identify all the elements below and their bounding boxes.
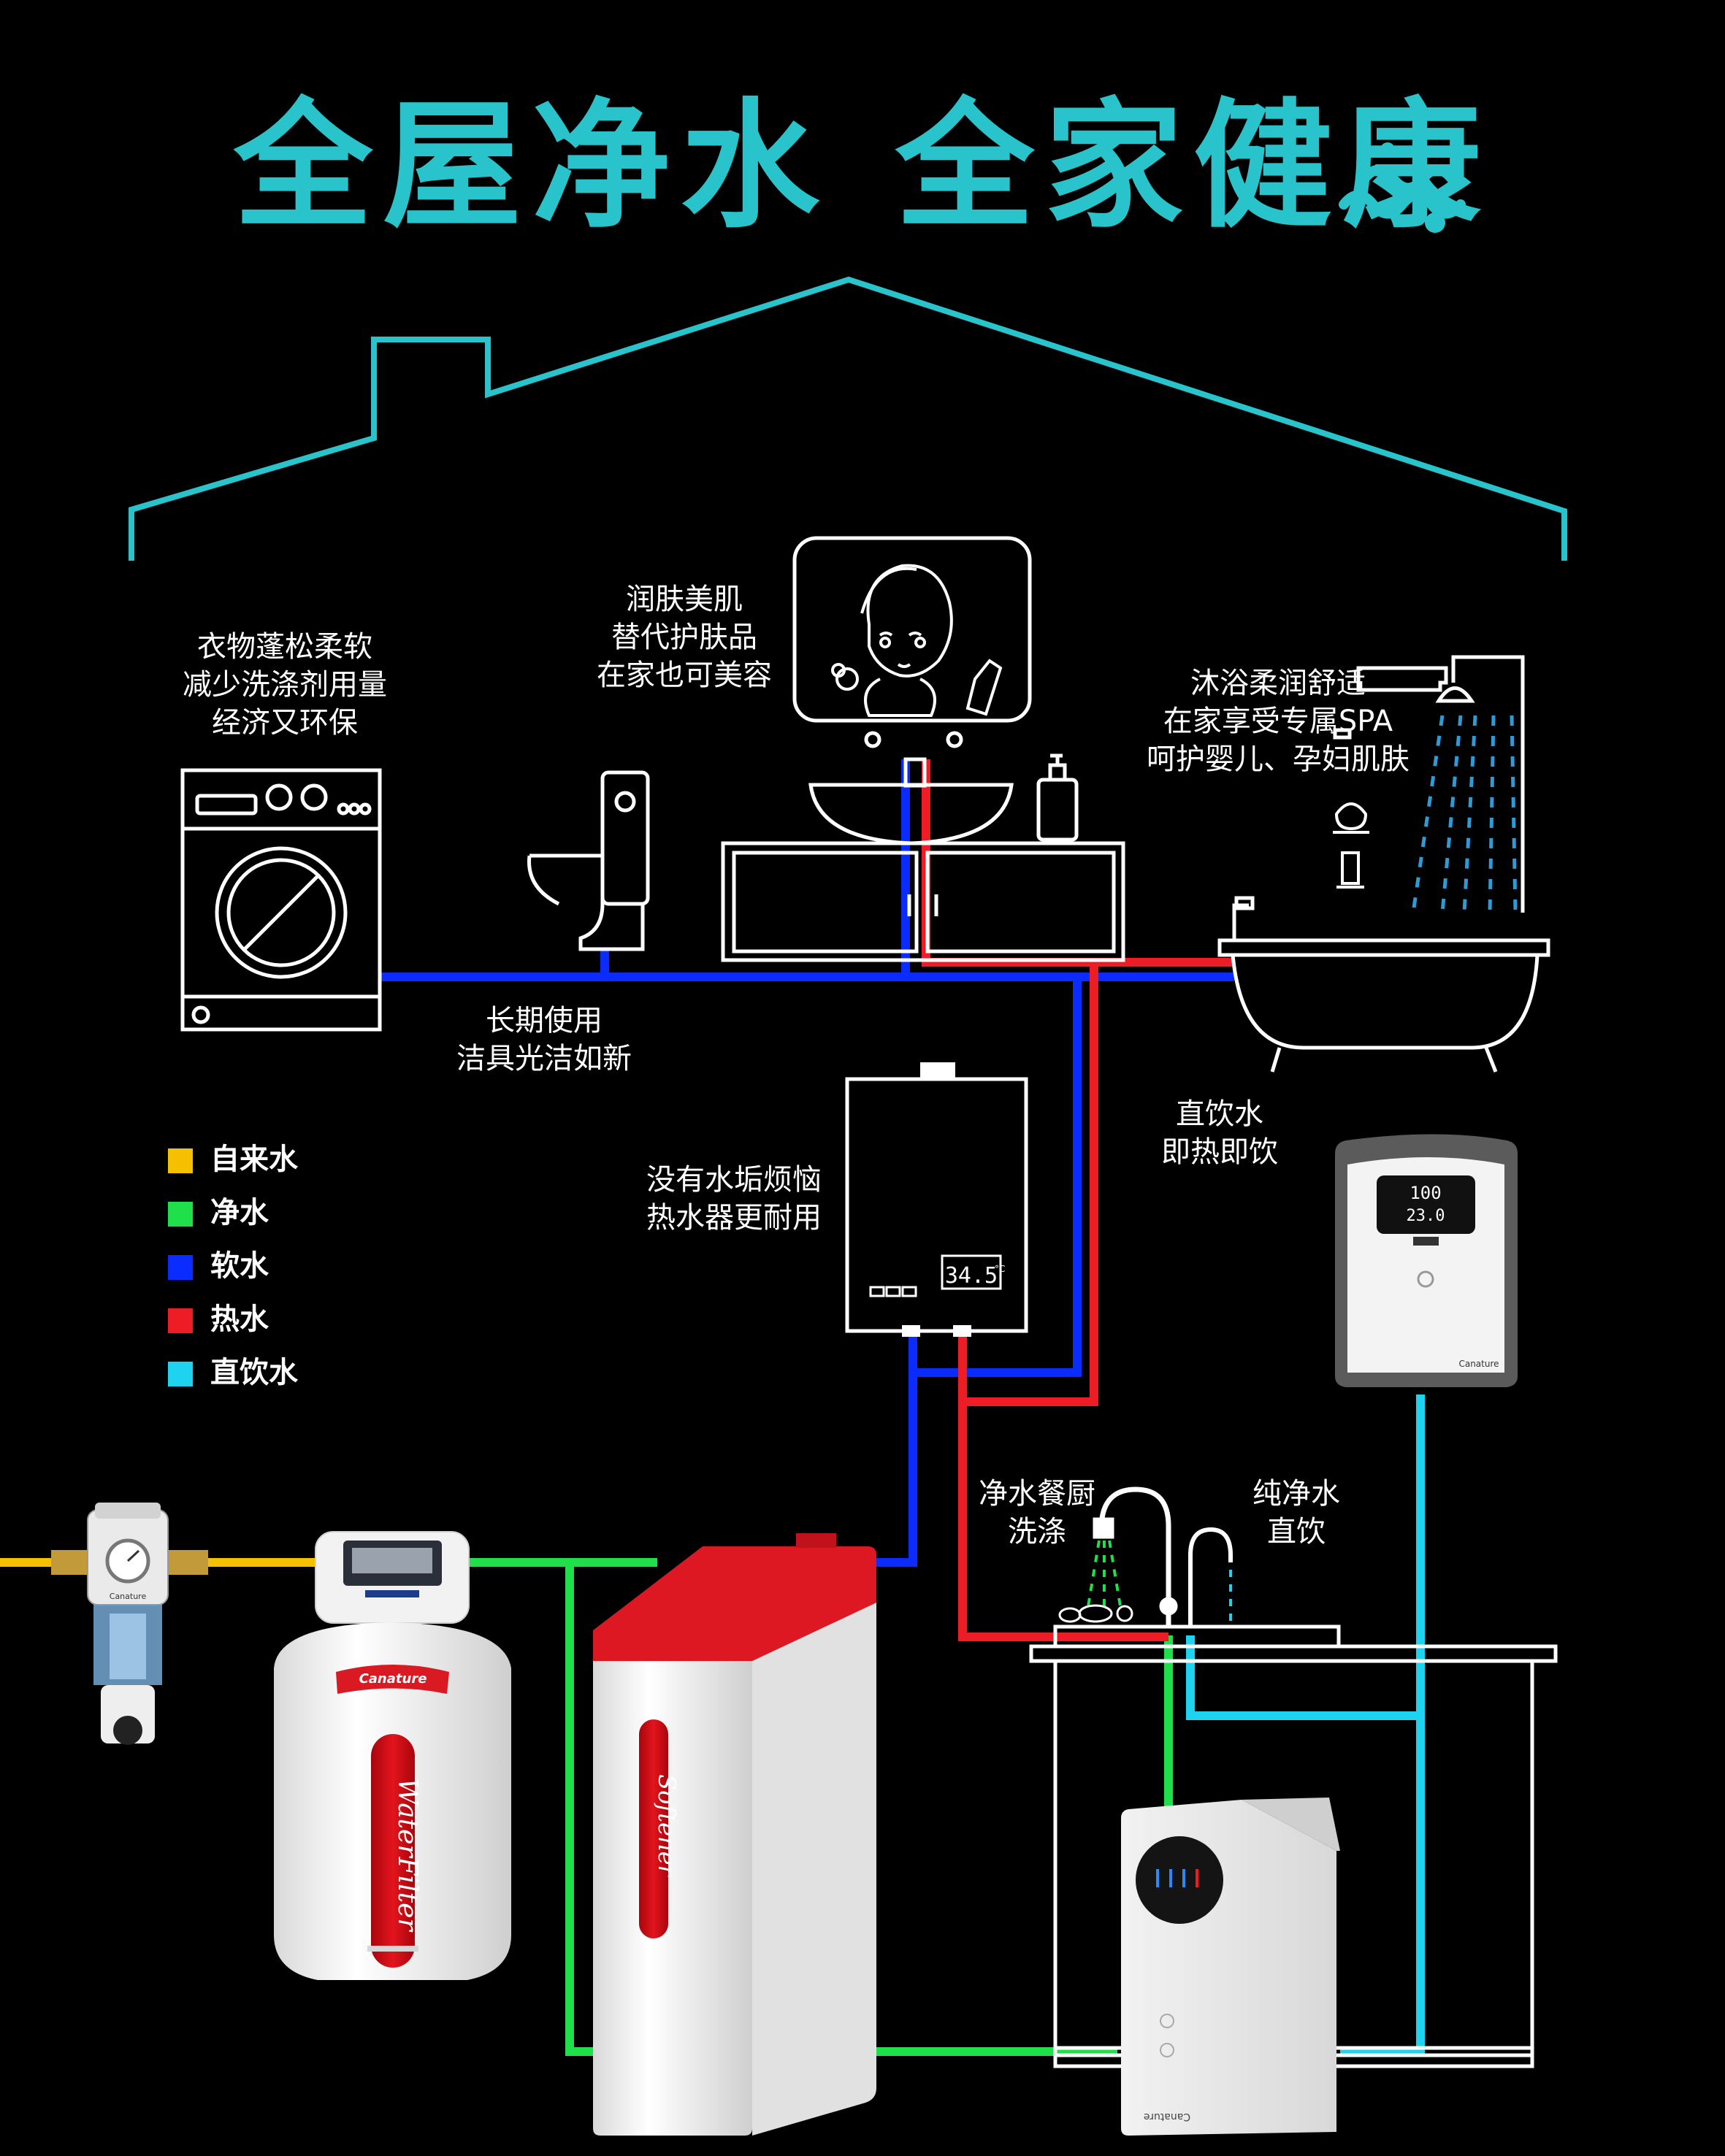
label-fixtures: 长期使用 洁具光洁如新 xyxy=(456,1004,632,1075)
heater-buttons xyxy=(869,1286,917,1297)
legend-label: 净水 xyxy=(210,1196,269,1229)
water-dispenser: 100 23.0 Canature xyxy=(1335,1134,1518,1387)
mirror-icon xyxy=(792,536,1032,748)
washing-machine-icon xyxy=(180,768,382,1032)
ro-purifier: Canature xyxy=(1121,1798,1340,2136)
shower-icon xyxy=(1333,655,1525,913)
purifier-brand: Canature xyxy=(1144,2111,1190,2122)
legend-label: 直饮水 xyxy=(210,1356,298,1389)
toiletries-icon xyxy=(1333,802,1369,889)
title-part-1: 全屋净水 xyxy=(233,85,830,247)
central-water-filter: Canature WaterFilter xyxy=(274,1531,511,1980)
title-part-2: 全家健康 xyxy=(895,85,1492,247)
legend-swatch xyxy=(168,1255,193,1280)
dispenser-display-top: 100 xyxy=(1410,1183,1441,1203)
heater-display: 34.5 xyxy=(945,1263,998,1289)
label-kitchen: 净水餐厨 洗涤 xyxy=(979,1477,1095,1549)
water-filter-label: WaterFilter xyxy=(392,1778,422,1932)
purified-faucet-icon xyxy=(1188,1527,1233,1627)
legend-label: 软水 xyxy=(210,1249,269,1283)
label-bath: 沐浴柔润舒适 在家享受专属SPA 呵护婴儿、孕妇肌肤 xyxy=(1147,667,1410,776)
pipe-soft-riser xyxy=(913,977,1082,1377)
sink-cabinet-icon xyxy=(721,753,1125,962)
pipe-hot-sink xyxy=(922,759,1094,967)
wave-icon xyxy=(1339,142,1466,233)
toilet-icon xyxy=(527,770,650,951)
dispenser-brand: Canature xyxy=(1458,1359,1499,1369)
heater-display-unit: °C xyxy=(995,1264,1005,1274)
pipe-hot-heater xyxy=(958,958,1234,1406)
label-pure: 纯净水 直饮 xyxy=(1252,1477,1340,1549)
label-heater: 没有水垢烦恼 热水器更耐用 xyxy=(646,1163,822,1235)
roof-outline xyxy=(129,276,1567,561)
shower-water-drops xyxy=(1411,715,1518,913)
pipe-drinking xyxy=(1340,1395,1425,2056)
dispenser-display-bottom: 23.0 xyxy=(1407,1207,1445,1225)
legend-swatch xyxy=(168,1362,193,1386)
label-dispenser: 直饮水 即热即饮 xyxy=(1161,1097,1278,1169)
bathtub-icon xyxy=(1217,896,1550,1073)
kitchen-water-stream xyxy=(1087,1540,1122,1607)
softener-label: Softener xyxy=(653,1774,681,1877)
legend-label: 热水 xyxy=(210,1303,269,1336)
legend-swatch xyxy=(168,1148,193,1173)
pipe-network xyxy=(0,759,1425,2056)
page-title: 全屋净水全家健康 xyxy=(0,93,1725,239)
legend-label: 自来水 xyxy=(210,1143,298,1176)
legend-swatch xyxy=(168,1202,193,1227)
vegetables-icon xyxy=(1058,1604,1133,1623)
pre-filter: Canature xyxy=(51,1503,208,1745)
water-softener: Softener xyxy=(593,1533,876,2136)
pre-filter-brand: Canature xyxy=(110,1592,147,1601)
pipe-purified-down xyxy=(565,1562,1117,2056)
label-laundry: 衣物蓬松柔软 减少洗涤剂用量 经济又环保 xyxy=(183,630,387,740)
face-icon xyxy=(831,564,1003,717)
kitchen-faucet-icon xyxy=(1093,1486,1178,1627)
pipe-hot-kitchen xyxy=(958,1402,1169,1641)
legend-swatch xyxy=(168,1308,193,1333)
label-skin: 润肤美肌 替代护肤品 在家也可美容 xyxy=(597,583,772,692)
pipe-soft-softener xyxy=(876,1336,917,1567)
water-heater: 34.5 °C xyxy=(845,1062,1028,1337)
purifier-indicators xyxy=(1156,1869,1198,1887)
water-filter-brand: Canature xyxy=(359,1671,427,1687)
